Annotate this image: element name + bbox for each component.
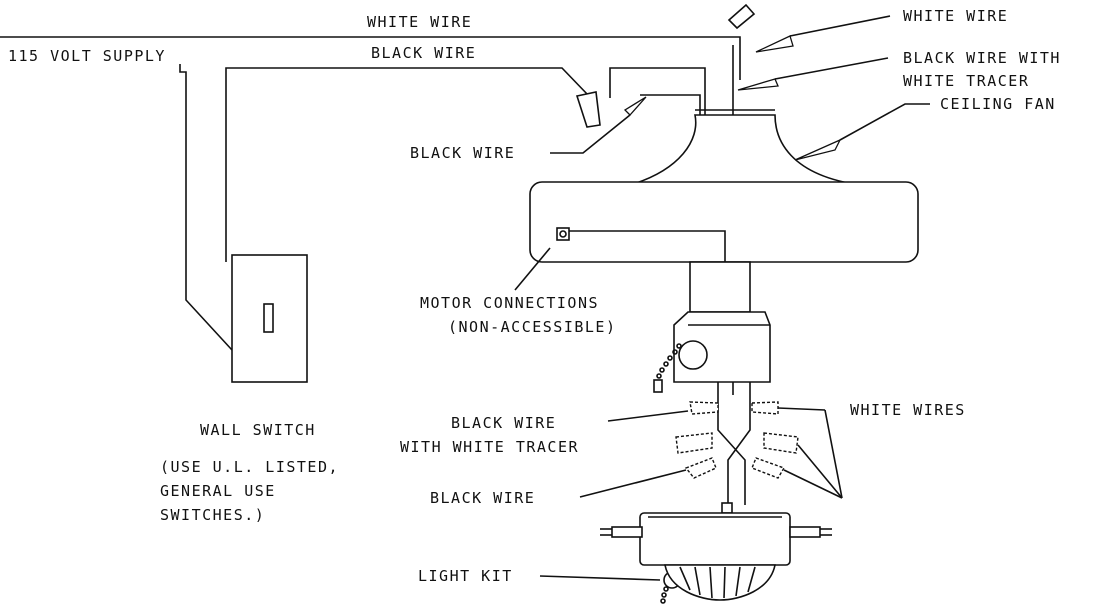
wire-nut-top-black — [575, 91, 601, 128]
label-white-tracer: WHITE TRACER — [903, 72, 1029, 90]
wire-nut-top-white — [727, 3, 756, 30]
label-non-accessible: (NON-ACCESSIBLE) — [448, 318, 617, 336]
label-black-wire-with: BLACK WIRE WITH — [903, 49, 1061, 67]
wire-nut-right-mid — [763, 432, 799, 454]
wire-nut-left-low — [684, 457, 717, 479]
light-kit-wires-right — [727, 382, 751, 505]
light-kit-housing — [639, 512, 791, 566]
label-light-kit: LIGHT KIT — [418, 567, 513, 585]
light-kit-stem — [721, 502, 733, 514]
label-115-volt-supply: 115 VOLT SUPPLY — [8, 47, 166, 65]
wall-switch-toggle — [263, 303, 274, 333]
wire-nut-white-1 — [751, 401, 779, 415]
leader-black-wire-low — [579, 469, 687, 498]
label-general-use: GENERAL USE — [160, 482, 276, 500]
leader-light-kit — [539, 575, 661, 581]
label-white-wires: WHITE WIRES — [850, 401, 966, 419]
label-white-wire-top: WHITE WIRE — [367, 13, 472, 31]
leader-black-tracer — [737, 57, 889, 91]
wire-nut-black-tracer — [689, 401, 719, 415]
globe-ribs — [679, 566, 756, 599]
label-wall-switch: WALL SWITCH — [200, 421, 316, 439]
leader-black-wire-left — [550, 96, 647, 154]
supply-white-wire — [0, 36, 741, 80]
motor-connection-wire — [569, 230, 726, 262]
fan-body-lower — [689, 261, 751, 313]
label-motor-connections: MOTOR CONNECTIONS — [420, 294, 599, 312]
leader-ceiling-fan — [794, 103, 930, 161]
supply-white-wire-switch-leg — [179, 64, 233, 351]
label-black-wire-tracer-low-1: BLACK WIRE — [451, 414, 556, 432]
leader-white-wire-right — [755, 15, 891, 53]
label-black-wire-top: BLACK WIRE — [371, 44, 476, 62]
leader-motor-connections — [514, 247, 551, 291]
label-black-wire-tracer-low-2: WITH WHITE TRACER — [400, 438, 579, 456]
light-kit-pull-chain — [660, 586, 669, 604]
ceiling-fan-canopy — [629, 114, 861, 186]
label-black-wire-left: BLACK WIRE — [410, 144, 515, 162]
wire-nut-left-mid — [675, 432, 713, 454]
label-switches: SWITCHES.) — [160, 506, 265, 524]
wire-nut-right-low — [751, 457, 786, 479]
motor-housing — [529, 181, 919, 263]
label-white-wire-right: WHITE WIRE — [903, 7, 1008, 25]
fan-pull-chain — [653, 343, 682, 393]
label-use-ul-listed: (USE U.L. LISTED, — [160, 458, 339, 476]
label-ceiling-fan: CEILING FAN — [940, 95, 1056, 113]
leader-black-wire-tracer-low — [607, 410, 689, 422]
leader-white-wires — [777, 407, 843, 499]
motor-connection-box — [556, 227, 570, 241]
light-kit-right-arm — [789, 526, 832, 538]
supply-black-wire — [225, 67, 589, 262]
motor-connection-terminal — [559, 230, 567, 238]
pull-switch — [678, 340, 708, 370]
light-kit-left-arm — [600, 526, 643, 538]
label-black-wire-low: BLACK WIRE — [430, 489, 535, 507]
